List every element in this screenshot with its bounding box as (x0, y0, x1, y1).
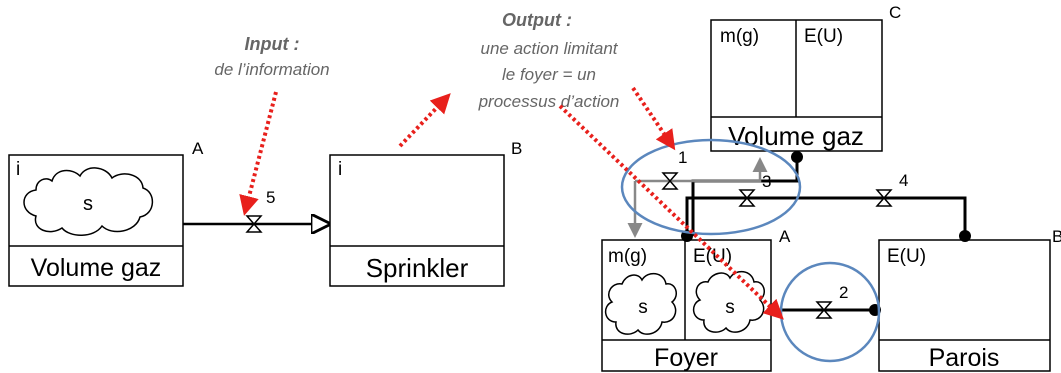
output-note-line2: le foyer = un (502, 65, 596, 84)
valve-2-number: 2 (839, 283, 848, 302)
box-a-foyer: m(g) E(U) s s Foyer A (601, 227, 791, 372)
output-arrow-to-valve-2 (558, 104, 784, 320)
box-b-tag: i (338, 159, 342, 180)
parois-name: Parois (929, 344, 1000, 372)
input-note-title: Input : (245, 34, 300, 54)
highlight-circle-valves-1-3 (620, 138, 802, 236)
foyer-name: Foyer (654, 344, 718, 372)
cloud-icon (23, 167, 154, 236)
box-c-corner: C (889, 3, 901, 22)
parois-corner: B (1052, 227, 1061, 246)
cloud-label: s (83, 193, 93, 215)
valve-1-icon (661, 172, 679, 190)
valve-4-number: 4 (899, 171, 908, 190)
box-c-volume-gaz: m(g) E(U) Volume gaz C (710, 3, 901, 152)
output-arrow-to-valves (631, 86, 676, 151)
box-a-name: Volume gaz (31, 254, 162, 282)
box-c-col2: E(U) (804, 26, 843, 47)
box-c-name: Volume gaz (728, 121, 864, 151)
left-diagram: i s Volume gaz A 5 i Sprinkler B Input :… (8, 10, 620, 287)
box-b-corner: B (511, 139, 522, 158)
box-a-volume-gaz: i s Volume gaz A (8, 139, 204, 287)
box-b-sprinkler: i Sprinkler B (329, 139, 522, 287)
box-b-name: Sprinkler (366, 253, 469, 283)
valve-3-number: 3 (762, 172, 771, 191)
valve-3-icon (738, 189, 756, 207)
grey-flows (627, 157, 768, 238)
foyer-corner: A (779, 227, 791, 246)
highlight-circle-valve-2 (779, 261, 881, 363)
output-note-line1: une action limitant (480, 39, 618, 58)
box-b-parois: E(U) Parois B (878, 227, 1061, 372)
input-arrow (239, 91, 278, 216)
box-a-corner: A (192, 139, 204, 158)
foyer-cloud1-label: s (638, 297, 648, 318)
connection-dot (791, 151, 803, 163)
valve-5-icon (245, 215, 263, 233)
valve-2-icon (815, 301, 833, 319)
valve-1-number: 1 (678, 148, 687, 167)
foyer-col1: m(g) (608, 246, 647, 267)
right-diagram: m(g) E(U) Volume gaz C m(g) E(U) s s Foy… (558, 3, 1061, 372)
output-note-line3: processus d’action (478, 92, 620, 111)
parois-col1: E(U) (887, 246, 926, 267)
foyer-cloud2-label: s (725, 297, 735, 318)
connection-dot (959, 230, 971, 242)
valve-4-icon (875, 189, 893, 207)
valve-5-number: 5 (266, 188, 275, 207)
cloud-icon (604, 272, 677, 335)
output-note-title: Output : (502, 10, 572, 30)
box-c-col1: m(g) (720, 26, 759, 47)
output-arrow-to-sprinkler (398, 93, 451, 148)
box-a-tag: i (16, 159, 20, 180)
input-note-line1: de l’information (214, 60, 329, 79)
